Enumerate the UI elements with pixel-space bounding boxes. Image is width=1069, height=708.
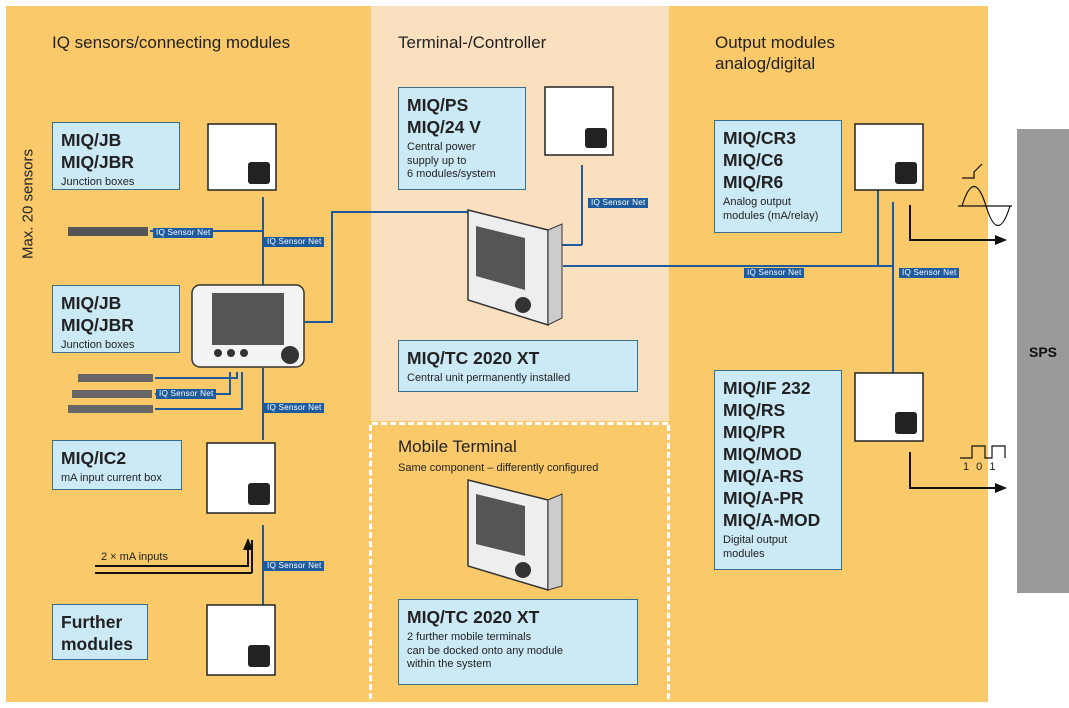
module-ps-desc2: supply up to bbox=[407, 154, 467, 167]
module-box-further: Further modules bbox=[52, 604, 148, 660]
module-analog-desc1: Analog output bbox=[723, 196, 791, 208]
front-controller-device bbox=[191, 284, 305, 368]
terminal-section-title: Terminal-/Controller bbox=[398, 33, 547, 52]
output-section-title-line2: analog/digital bbox=[715, 54, 816, 73]
module-ic2-desc: mA input current box bbox=[61, 472, 162, 484]
mobile-divider-left bbox=[369, 425, 372, 708]
module-box-jb1: MIQ/JB MIQ/JBR Junction boxes bbox=[52, 122, 180, 190]
mobile-divider-top bbox=[372, 422, 668, 425]
module-digital-name6: MIQ/A-PR bbox=[723, 488, 804, 508]
output-arrows bbox=[95, 205, 1007, 574]
mobile-section-subtitle: Same component – differently configured bbox=[398, 462, 599, 474]
module-box-analog: MIQ/CR3 MIQ/C6 MIQ/R6 Analog output modu… bbox=[714, 120, 842, 233]
module-jb1-name1: MIQ/JB bbox=[61, 130, 122, 150]
net-label-jb2: IQ Sensor Net bbox=[264, 403, 325, 413]
module-further-line2: modules bbox=[61, 634, 133, 654]
module-box-ps: MIQ/PS MIQ/24 V Central power supply up … bbox=[398, 87, 526, 190]
module-analog-name3: MIQ/R6 bbox=[723, 172, 784, 192]
digital-signal-label: 1 0 1 bbox=[963, 461, 998, 473]
net-label-output-vert: IQ Sensor Net bbox=[899, 268, 960, 278]
module-box-jb2: MIQ/JB MIQ/JBR Junction boxes bbox=[52, 285, 180, 353]
module-digital-name4: MIQ/MOD bbox=[723, 444, 802, 464]
module-ps-name2: MIQ/24 V bbox=[407, 117, 481, 137]
sps-label: SPS bbox=[1028, 344, 1057, 360]
module-digital-name5: MIQ/A-RS bbox=[723, 466, 804, 486]
module-further-line1: Further bbox=[61, 612, 123, 632]
module-digital-name7: MIQ/A-MOD bbox=[723, 510, 821, 530]
module-analog-name2: MIQ/C6 bbox=[723, 150, 784, 170]
module-digital-name1: MIQ/IF 232 bbox=[723, 378, 811, 398]
net-label-ps: IQ Sensor Net bbox=[588, 198, 649, 208]
module-ps-desc1: Central power bbox=[407, 141, 476, 153]
module-digital-desc2: modules bbox=[723, 547, 765, 560]
module-tc-mobile-desc2: can be docked onto any module bbox=[407, 644, 563, 657]
sensors-section-title: IQ sensors/connecting modules bbox=[52, 33, 291, 52]
module-box-tc-fixed: MIQ/TC 2020 XT Central unit permanently … bbox=[398, 340, 638, 392]
terminal-device-fixed bbox=[467, 209, 563, 327]
module-tc-mobile-desc1: 2 further mobile terminals bbox=[407, 631, 532, 643]
module-jb2-name1: MIQ/JB bbox=[61, 293, 122, 313]
module-jb2-desc: Junction boxes bbox=[61, 339, 135, 351]
module-digital-desc1: Digital output bbox=[723, 534, 788, 546]
module-tc-mobile-desc3: within the system bbox=[407, 658, 492, 670]
module-box-digital: MIQ/IF 232 MIQ/RS MIQ/PR MIQ/MOD MIQ/A-R… bbox=[714, 370, 842, 570]
net-label-sensors2: IQ Sensor Net bbox=[156, 389, 217, 399]
module-box-tc-mobile: MIQ/TC 2020 XT 2 further mobile terminal… bbox=[398, 599, 638, 685]
net-label-jb1: IQ Sensor Net bbox=[264, 237, 325, 247]
module-analog-name1: MIQ/CR3 bbox=[723, 128, 796, 148]
ma-inputs-label: 2 × mA inputs bbox=[101, 551, 168, 563]
net-label-output-link: IQ Sensor Net bbox=[744, 268, 805, 278]
module-jb1-desc: Junction boxes bbox=[61, 176, 135, 188]
net-label-ic2: IQ Sensor Net bbox=[264, 561, 325, 571]
mobile-divider-right bbox=[667, 425, 670, 708]
sensor-probes bbox=[68, 227, 153, 413]
module-tc-fixed-desc: Central unit permanently installed bbox=[407, 372, 571, 384]
module-analog-desc2: modules (mA/relay) bbox=[723, 209, 819, 222]
sps-bar bbox=[1017, 129, 1069, 593]
module-ic2-name: MIQ/IC2 bbox=[61, 448, 127, 468]
module-keypads bbox=[248, 128, 917, 667]
module-jb1-name2: MIQ/JBR bbox=[61, 152, 134, 172]
output-section-title-line1: Output modules bbox=[715, 33, 836, 52]
signal-symbols bbox=[958, 163, 1012, 459]
module-tc-fixed-name: MIQ/TC 2020 XT bbox=[407, 348, 540, 368]
terminal-device-mobile bbox=[467, 479, 563, 592]
module-housings bbox=[206, 86, 924, 676]
mobile-section-title: Mobile Terminal bbox=[398, 437, 517, 456]
module-ps-desc3: 6 modules/system bbox=[407, 168, 496, 180]
module-tc-mobile-name: MIQ/TC 2020 XT bbox=[407, 607, 540, 627]
module-box-ic2: MIQ/IC2 mA input current box bbox=[52, 440, 182, 490]
module-digital-name2: MIQ/RS bbox=[723, 400, 786, 420]
module-digital-name3: MIQ/PR bbox=[723, 422, 786, 442]
net-label-sensor1: IQ Sensor Net bbox=[153, 228, 214, 238]
module-ps-name1: MIQ/PS bbox=[407, 95, 469, 115]
module-jb2-name2: MIQ/JBR bbox=[61, 315, 134, 335]
